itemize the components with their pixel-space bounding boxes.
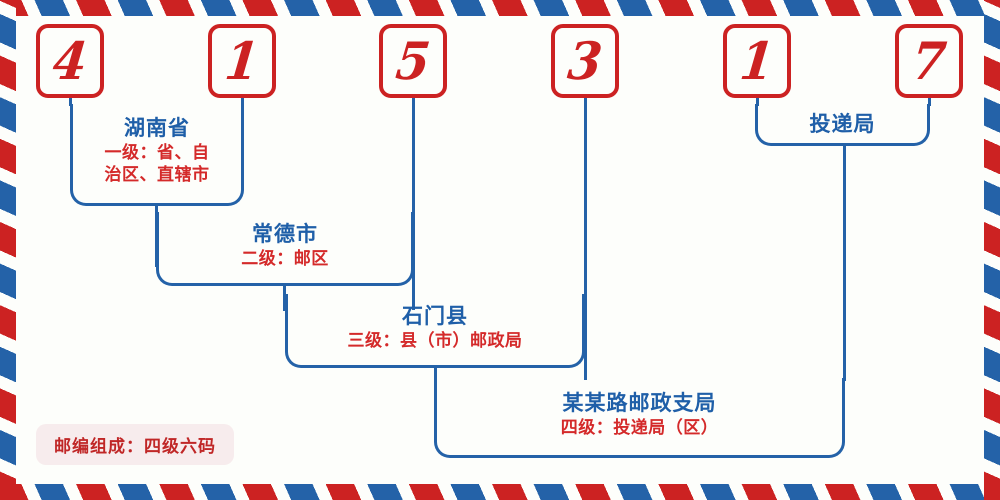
postal-digit-3: 5 <box>393 30 433 92</box>
postal-digit-2: 1 <box>222 30 262 92</box>
level-2-title: 常德市 <box>252 220 318 246</box>
connector-digit-2 <box>241 98 244 106</box>
airmail-border-right <box>984 0 1000 500</box>
postal-digit-5: 1 <box>737 30 777 92</box>
connector-toplabel-to-level4 <box>843 145 846 381</box>
level-3-title: 石门县 <box>402 302 468 328</box>
stripe-pattern <box>0 484 1000 500</box>
level-4-subtitle: 四级：投递局（区） <box>560 417 719 438</box>
postal-digit-box-1: 4 <box>36 24 104 98</box>
connector-level2-to-level3 <box>283 285 286 311</box>
postal-digit-box-6: 7 <box>895 24 963 98</box>
delivery-office-label-box: 投递局 <box>755 104 930 146</box>
stripe-pattern <box>984 0 1000 500</box>
connector-digit-5 <box>756 98 759 106</box>
postal-digit-box-4: 3 <box>551 24 619 98</box>
envelope-inner-face <box>16 16 984 484</box>
postal-digit-6: 7 <box>909 30 949 92</box>
connector-level3-to-level4 <box>434 367 437 380</box>
stripe-pattern <box>0 0 16 500</box>
connector-digit-3 <box>412 98 415 310</box>
airmail-border-top <box>0 0 1000 16</box>
postal-digit-1: 4 <box>50 30 90 92</box>
level-1-subtitle-line-2: 治区、直辖市 <box>104 164 210 185</box>
level-1-title: 湖南省 <box>124 115 190 141</box>
level-1-subtitle-line-1: 一级：省、自 <box>104 143 210 164</box>
airmail-border-left <box>0 0 16 500</box>
level-4-title: 某某路邮政支局 <box>562 389 717 415</box>
stripe-pattern <box>0 0 1000 16</box>
level-3-box: 石门县 三级：县（市）邮政局 <box>285 294 585 368</box>
connector-digit-1 <box>69 98 72 106</box>
airmail-border-bottom <box>0 484 1000 500</box>
postal-digit-box-3: 5 <box>379 24 447 98</box>
connector-digit-6 <box>928 98 931 106</box>
level-3-subtitle: 三级：县（市）邮政局 <box>347 330 523 351</box>
delivery-office-label: 投递局 <box>809 110 876 136</box>
connector-digit-4 <box>584 98 587 380</box>
summary-badge: 邮编组成：四级六码 <box>36 424 234 465</box>
level-4-box: 某某路邮政支局 四级：投递局（区） <box>434 378 845 458</box>
postal-digit-box-5: 1 <box>723 24 791 98</box>
level-1-box: 湖南省 一级：省、自 治区、直辖市 <box>70 104 244 206</box>
level-2-subtitle: 二级：邮区 <box>241 248 329 269</box>
postal-digit-4: 3 <box>565 30 605 92</box>
level-2-box: 常德市 二级：邮区 <box>156 212 414 286</box>
postal-digit-box-2: 1 <box>208 24 276 98</box>
